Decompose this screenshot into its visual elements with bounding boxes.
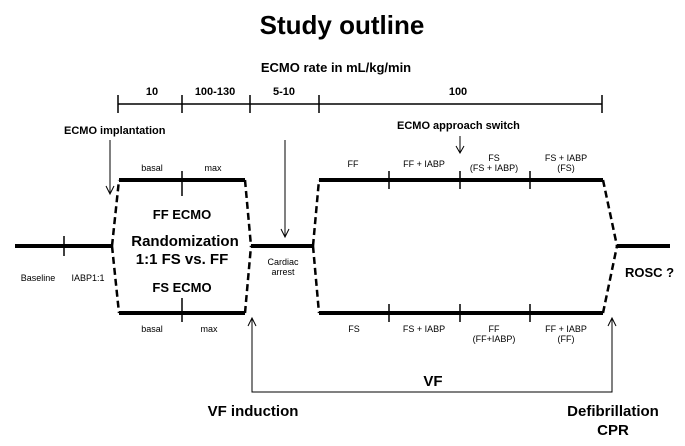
vf-induction-arrowhead [247,316,257,327]
upper-phase-label: FS(FS + IABP) [470,153,518,173]
split-dashed-upper [110,179,121,247]
upper-phase-line: FS [488,153,500,163]
cardiac-arrest-arrowhead [280,228,290,239]
lower-phase-line: FF + IABP [545,324,587,334]
ff-ecmo-label: FF ECMO [152,207,212,222]
randomization-label: Randomization [131,233,239,250]
fs-ecmo-label: FS ECMO [152,280,212,295]
vf-induction-label: VF induction [207,403,299,420]
cardiac-arrest-line: arrest [271,267,295,277]
split-dashed-lower [110,245,121,314]
lower-phase-label: basal [141,324,163,334]
rate-subtitle: ECMO rate in mL/kg/min [260,60,412,75]
upper-phase-line: (FS + IABP) [469,163,519,173]
defibrillation-arrowhead [607,316,617,327]
ecmo-implantation-label: ECMO implantation [64,125,166,137]
upper-phase-label: basal [141,163,163,173]
iabp-label: IABP1:1 [71,273,105,283]
lower-phase-label: max [200,324,218,334]
upper-phase-line: FS + IABP [544,153,588,163]
cardiac-arrest-line: Cardiac [267,257,299,267]
lower-phase-label: FF + IABP(FF) [545,324,587,344]
baseline-label: Baseline [20,273,56,283]
converge-dashed-upper [601,179,619,247]
resplit-dashed-lower [311,245,321,314]
lower-phase-line: (FF) [557,334,575,344]
upper-phase-label: FS + IABP(FS) [545,153,587,173]
converge-dashed-lower [601,245,619,314]
rate-segment: 10 [145,86,159,98]
lower-phase-label: FS [348,324,360,334]
upper-phase-label: max [204,163,222,173]
rate-segment: 100 [448,86,468,98]
upper-phase-label: FF + IABP [403,159,445,169]
resplit-dashed-upper [311,179,321,247]
ecmo-implantation-arrowhead [105,185,115,196]
randomization-ratio-label: 1:1 FS vs. FF [135,251,229,268]
defibrillation-line: Defibrillation [567,403,659,420]
merge-dashed-lower [243,245,253,314]
vf-label: VF [423,373,443,390]
lower-phase-label: FS + IABP [402,324,446,334]
merge-dashed-upper [243,179,253,247]
rate-segment: 100-130 [194,86,236,98]
page-title: Study outline [259,10,425,40]
lower-phase-line: (FF+IABP) [472,334,516,344]
upper-phase-label: FF [347,159,359,169]
upper-phase-line: (FS) [557,163,575,173]
rosc-label: ROSC ? [625,265,675,280]
cpr-line: CPR [597,422,629,439]
vf-bracket [251,318,613,393]
lower-phase-line: FF [488,324,500,334]
ecmo-approach-switch-label: ECMO approach switch [397,120,520,132]
rate-segment: 5-10 [272,86,296,98]
lower-phase-label: FF(FF+IABP) [473,324,516,344]
approach-switch-arrowhead [455,145,465,155]
